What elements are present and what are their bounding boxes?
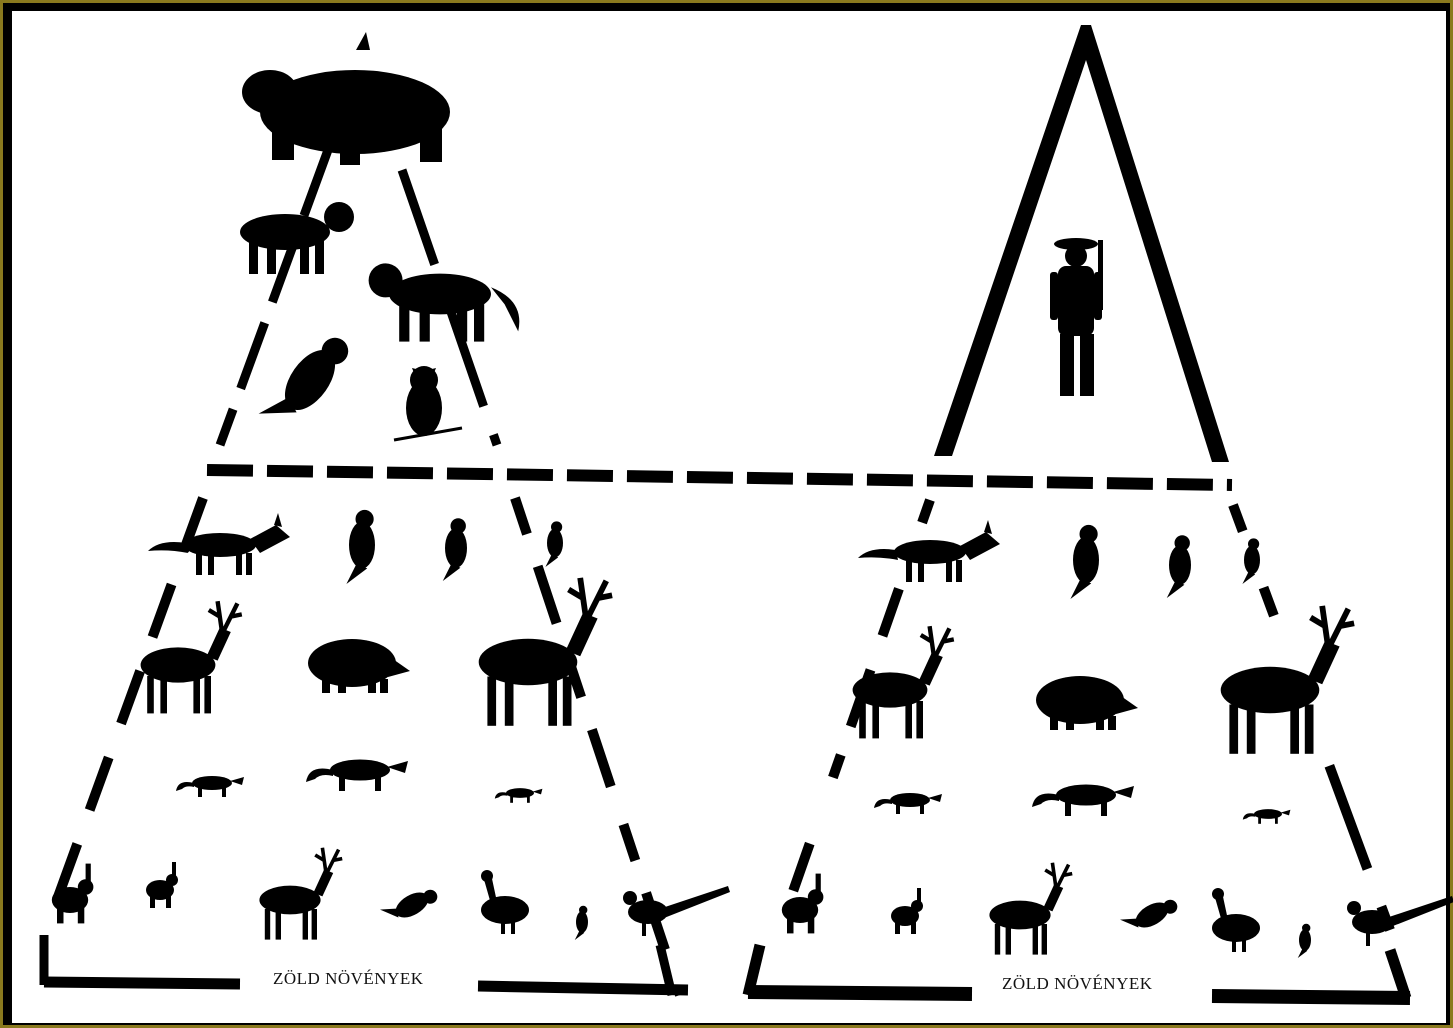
hare-icon — [891, 888, 923, 934]
left-lower-side — [46, 498, 203, 930]
marten-icon — [1032, 785, 1134, 817]
fawn-icon — [259, 848, 342, 940]
wolf-icon — [369, 263, 520, 341]
fox-icon — [148, 513, 290, 575]
chick-icon — [1298, 924, 1311, 958]
right-base-label: ZÖLD NÖVÉNYEK — [1002, 974, 1153, 994]
bear-icon — [242, 70, 450, 165]
pheasant-icon — [1347, 896, 1453, 946]
tier-separator — [207, 470, 1232, 485]
weasel-icon — [874, 793, 942, 814]
rabbit-icon — [52, 864, 94, 924]
small-bird-icon — [545, 521, 563, 567]
partridge-icon — [1120, 891, 1180, 939]
chick-icon — [575, 906, 588, 940]
owl-icon — [394, 366, 462, 440]
pheasant-icon — [623, 886, 730, 936]
left-top-apex — [356, 32, 370, 50]
stoat-icon — [1243, 809, 1291, 824]
hawk-icon — [346, 510, 375, 584]
right-pyramid — [748, 25, 1453, 998]
hunter-icon — [1050, 238, 1103, 396]
right-base-line — [1212, 996, 1410, 998]
left-pyramid — [44, 32, 1232, 995]
wild-boar-icon — [308, 639, 410, 693]
roe-deer-icon — [853, 626, 954, 738]
weasel-icon — [176, 776, 244, 797]
right-base-line — [1390, 950, 1406, 998]
falcon-icon — [1167, 535, 1191, 598]
left-base-line — [44, 982, 240, 984]
goose-icon — [481, 870, 529, 934]
hawk-icon — [1070, 525, 1099, 599]
right-base-line — [748, 992, 972, 994]
partridge-icon — [380, 881, 440, 929]
left-base-line — [478, 986, 688, 990]
falcon-icon — [443, 518, 467, 581]
stoat-icon — [495, 788, 543, 803]
marten-icon — [306, 760, 408, 792]
hare-icon — [146, 862, 178, 908]
rabbit-icon — [782, 874, 824, 934]
goose-icon — [1212, 888, 1260, 952]
lynx-icon — [240, 202, 354, 274]
small-bird-icon — [1242, 538, 1260, 584]
eagle-icon — [259, 325, 355, 438]
left-base-label: ZÖLD NÖVÉNYEK — [273, 969, 424, 989]
fawn-icon — [989, 863, 1072, 955]
fox-icon — [858, 520, 1000, 582]
wild-boar-icon — [1036, 676, 1138, 730]
red-deer-icon — [1221, 606, 1354, 754]
